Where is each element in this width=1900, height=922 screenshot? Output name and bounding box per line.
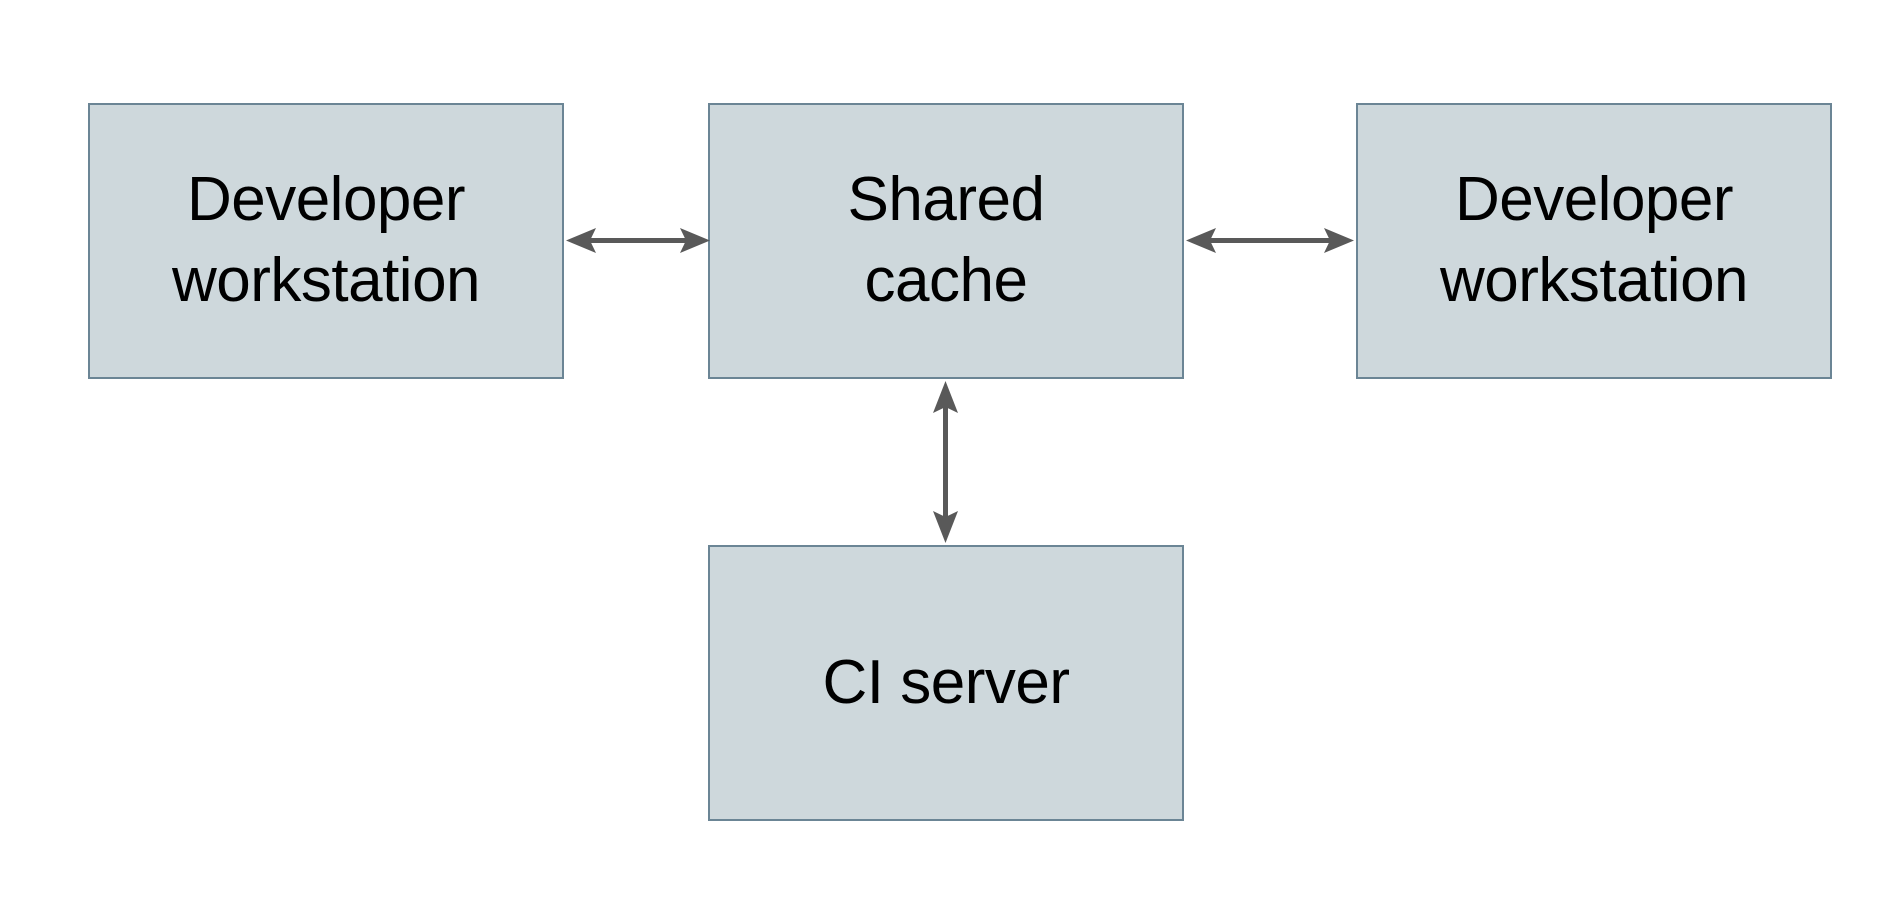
double-arrow-horizontal-icon xyxy=(1186,228,1354,253)
edge-left-workstation-to-shared-cache[interactable] xyxy=(566,219,710,263)
node-label: Developer workstation xyxy=(1439,165,1749,315)
edge-shared-cache-to-right-workstation[interactable] xyxy=(1186,219,1354,263)
node-label: Shared cache xyxy=(847,165,1045,315)
node-shared-cache[interactable]: Shared cache xyxy=(708,103,1184,379)
double-arrow-horizontal-icon xyxy=(566,228,710,253)
node-label: Developer workstation xyxy=(171,165,481,315)
node-label: CI server xyxy=(822,647,1070,717)
node-developer-workstation-left[interactable]: Developer workstation xyxy=(88,103,564,379)
edge-shared-cache-to-ci-server[interactable] xyxy=(924,381,968,543)
double-arrow-vertical-icon xyxy=(933,381,958,543)
node-ci-server[interactable]: CI server xyxy=(708,545,1184,821)
node-developer-workstation-right[interactable]: Developer workstation xyxy=(1356,103,1832,379)
